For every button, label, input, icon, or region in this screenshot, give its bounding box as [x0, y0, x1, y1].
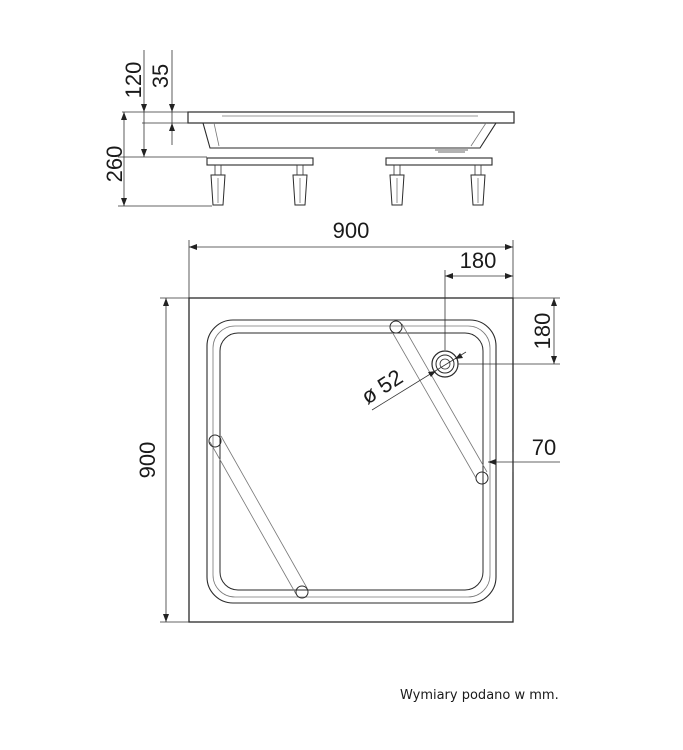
dim-text-drain-diameter: ø 52	[357, 364, 408, 409]
basin-inner-edge	[219, 332, 484, 591]
dimension-frame-offset: 70	[488, 435, 560, 472]
dimension-drain-diameter: ø 52	[357, 351, 467, 411]
support-rail	[389, 320, 489, 485]
side-extension-lines	[118, 111, 212, 207]
dimension-depth: 900	[135, 297, 189, 623]
dimension-drain-y: 180	[458, 297, 560, 365]
dim-text-depth: 900	[135, 442, 160, 479]
tray-side-profile	[187, 111, 515, 153]
dim-text-frame-offset: 70	[532, 435, 556, 460]
adjustable-legs	[210, 164, 486, 206]
dimension-total-height: 260	[102, 112, 127, 206]
drain	[431, 350, 459, 378]
dim-text-drain-x: 180	[460, 248, 497, 273]
leg	[292, 164, 308, 206]
units-note: Wymiary podano w mm.	[400, 688, 559, 703]
dim-text-260: 260	[102, 146, 127, 183]
dim-text-drain-y: 180	[530, 313, 555, 350]
dimension-rim-height: 120	[121, 50, 147, 157]
dim-text-120: 120	[121, 62, 146, 99]
leg	[389, 164, 405, 206]
dim-text-width: 900	[333, 218, 370, 243]
leg	[470, 164, 486, 206]
top-view: 900 900 180 180	[135, 218, 560, 623]
dimension-lip-height: 35	[148, 50, 175, 145]
side-view: 260 120 35	[102, 50, 515, 207]
dim-text-35: 35	[148, 64, 173, 88]
dimension-width: 900	[188, 218, 514, 298]
dimension-drain-x: 180	[444, 248, 513, 350]
base-frame-side	[206, 157, 493, 166]
tray-outline	[188, 297, 514, 623]
leg	[210, 164, 226, 206]
support-rail	[208, 434, 309, 599]
basin-outer-edge	[206, 319, 497, 604]
